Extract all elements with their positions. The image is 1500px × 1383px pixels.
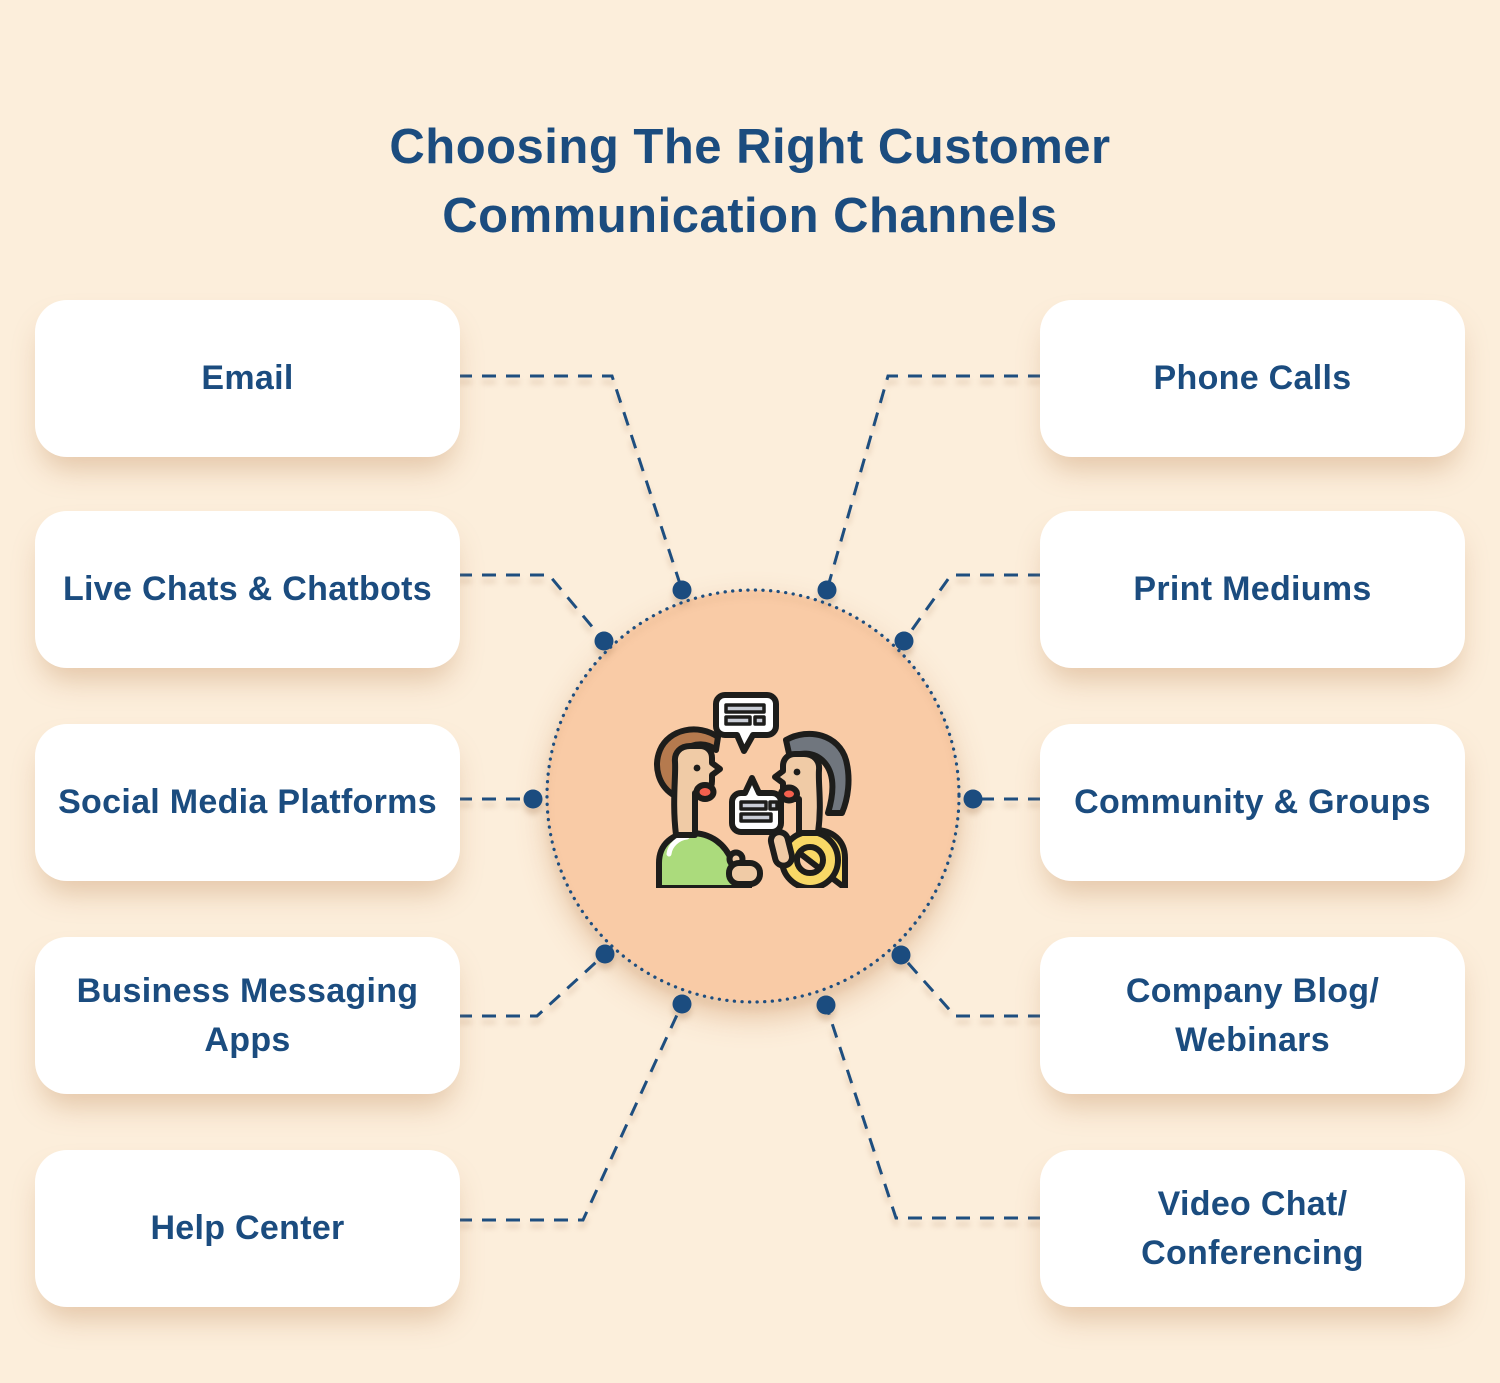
channel-card-phone-calls: Phone Calls — [1040, 300, 1465, 457]
channel-label: Live Chats & Chatbots — [62, 570, 432, 609]
channel-label: Company Blog/ Webinars — [1125, 972, 1380, 1059]
page-title-line-2: Communication Channels — [442, 189, 1058, 244]
speech-bubble-top-icon — [713, 692, 779, 754]
channel-card-video-chat: Video Chat/ Conferencing — [1040, 1150, 1465, 1307]
channel-label: Community & Groups — [1074, 783, 1431, 822]
connector-email — [458, 374, 684, 591]
channel-card-live-chats: Live Chats & Chatbots — [35, 511, 460, 668]
connector-company-blog — [899, 954, 1042, 1018]
speech-bubble-middle-icon — [729, 775, 784, 835]
channel-card-print-mediums: Print Mediums — [1040, 511, 1465, 668]
connector-video-chat — [824, 1004, 1042, 1220]
connector-help-center — [458, 1003, 684, 1222]
connector-business-messaging — [458, 952, 607, 1018]
page-title: Choosing The Right Customer Communicatio… — [0, 113, 1500, 252]
channel-label: Print Mediums — [1133, 570, 1372, 609]
channel-label: Social Media Platforms — [58, 783, 437, 822]
page-title-line-1: Choosing The Right Customer — [389, 119, 1111, 174]
channel-card-email: Email — [35, 300, 460, 457]
connector-phone-calls — [825, 374, 1042, 591]
channel-label: Phone Calls — [1153, 359, 1352, 398]
channel-label: Video Chat/ Conferencing — [1141, 1185, 1364, 1272]
channel-card-help-center: Help Center — [35, 1150, 460, 1307]
channel-label: Email — [201, 359, 294, 398]
channel-card-business-messaging: Business Messaging Apps — [35, 937, 460, 1094]
person-left-icon — [654, 726, 763, 888]
channel-label: Help Center — [150, 1209, 345, 1248]
channel-card-company-blog: Company Blog/ Webinars — [1040, 937, 1465, 1094]
connector-print-mediums — [902, 573, 1042, 642]
channel-label: Business Messaging Apps — [76, 972, 419, 1059]
channel-card-social-media: Social Media Platforms — [35, 724, 460, 881]
connector-live-chats — [458, 573, 606, 642]
channel-card-community-groups: Community & Groups — [1040, 724, 1465, 881]
person-right-icon — [767, 730, 852, 888]
two-people-conversation-icon — [654, 692, 852, 888]
